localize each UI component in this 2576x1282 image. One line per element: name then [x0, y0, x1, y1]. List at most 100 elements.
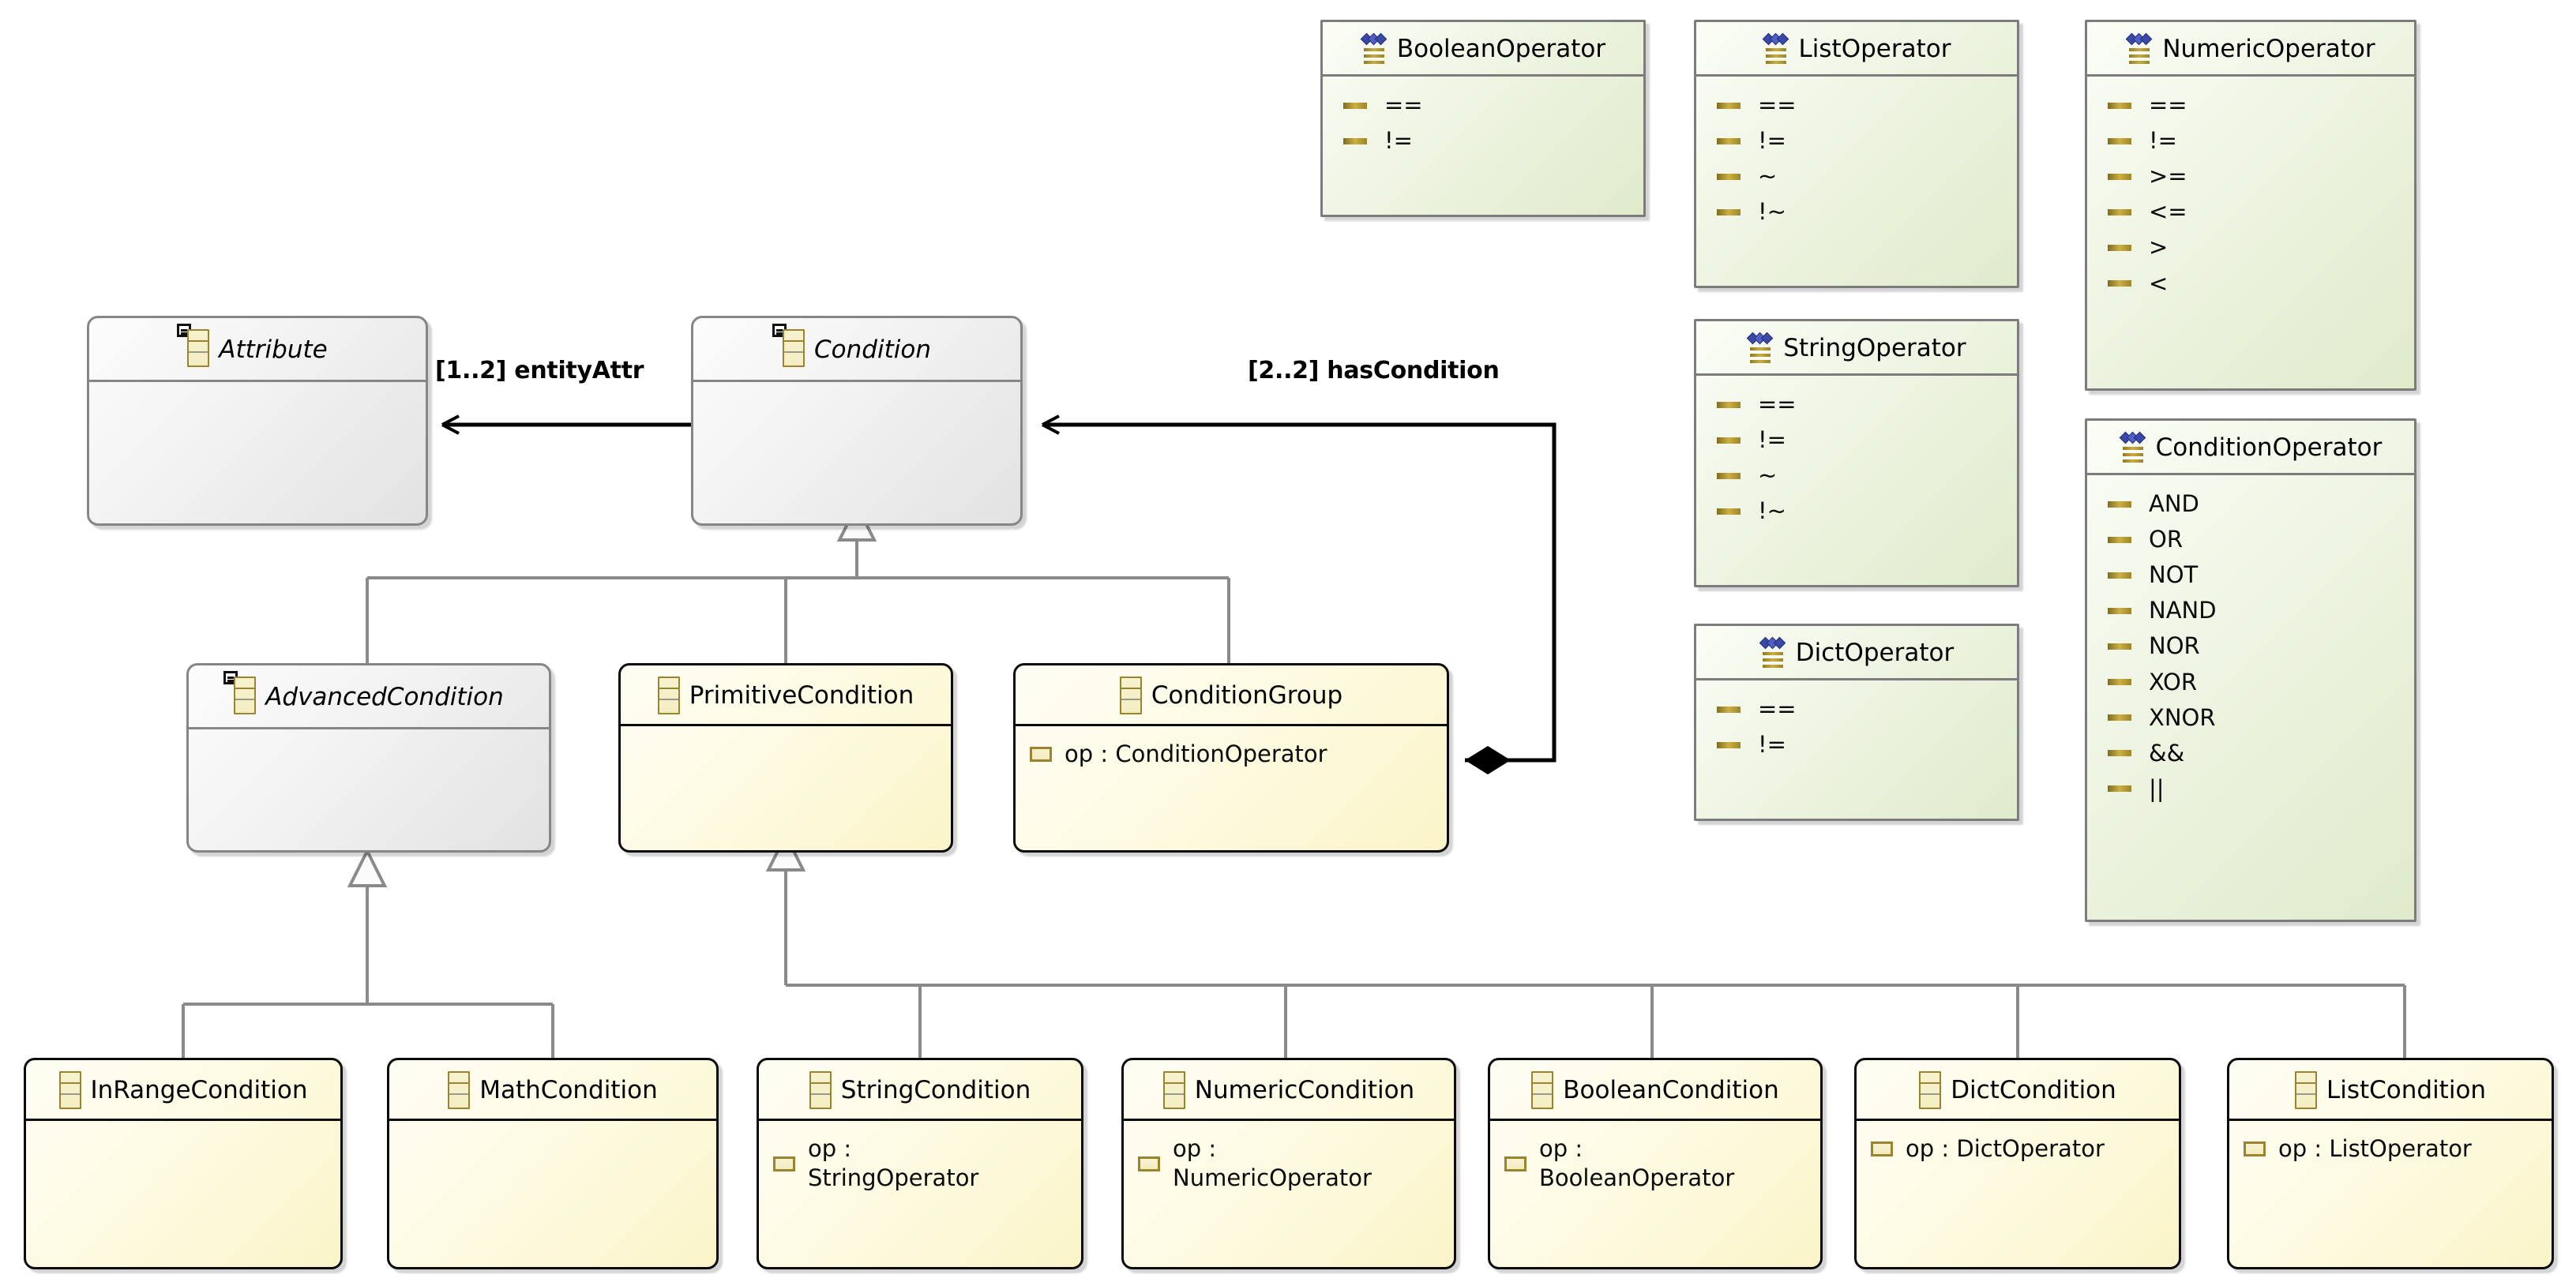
enum-literal-icon — [1717, 102, 1740, 109]
enum-literal-icon — [1343, 102, 1367, 109]
class-list-condition[interactable]: ListCondition op : ListOperator — [2227, 1058, 2558, 1273]
attribute-label: op : DictOperator — [1906, 1135, 2105, 1162]
class-header: BooleanCondition — [1490, 1060, 1820, 1119]
enum-boolean-operator[interactable]: BooleanOperator == != — [1320, 20, 1650, 221]
enum-header: ListOperator — [1696, 22, 2017, 74]
header-separator — [189, 727, 549, 729]
header-separator — [759, 1119, 1081, 1121]
class-attribute[interactable]: Attribute — [87, 316, 432, 530]
enum-header: DictOperator — [1696, 626, 2017, 678]
enum-header: StringOperator — [1696, 321, 2017, 373]
enum-literal: == — [2087, 88, 2414, 123]
class-boolean-condition[interactable]: BooleanCondition op : BooleanOperator — [1488, 1058, 1827, 1273]
enum-name: ConditionOperator — [2155, 433, 2383, 462]
enum-literal: !~ — [1696, 194, 2017, 230]
attribute-compartment — [26, 1121, 340, 1267]
class-name: ListCondition — [2326, 1075, 2487, 1104]
enum-literal-icon — [1717, 437, 1740, 444]
enum-literal-label: !~ — [1758, 198, 1786, 226]
enum-literal-label: NOT — [2149, 561, 2199, 589]
class-string-condition[interactable]: StringCondition op : StringOperator — [757, 1058, 1087, 1273]
enum-literal: >= — [2087, 159, 2414, 194]
enum-literal: > — [2087, 230, 2414, 265]
attribute-row: op : DictOperator — [1857, 1132, 2179, 1166]
class-primitive-condition[interactable]: PrimitiveCondition — [618, 663, 957, 857]
attribute-compartment: op : StringOperator — [759, 1121, 1081, 1267]
attribute-label: op : ListOperator — [2278, 1135, 2472, 1162]
enum-string-operator[interactable]: StringOperator == != ~ !~ — [1694, 319, 2023, 591]
header-separator — [89, 380, 426, 382]
enum-literal-label: !~ — [1758, 497, 1786, 525]
enum-literal: == — [1323, 88, 1643, 123]
enum-literal: AND — [2087, 486, 2414, 522]
class-inrange-condition[interactable]: InRangeCondition — [24, 1058, 347, 1273]
enum-header: ConditionOperator — [2087, 421, 2414, 473]
enum-literal: OR — [2087, 522, 2414, 557]
enum-literal-icon — [2108, 244, 2131, 251]
enum-literal-icon — [1717, 508, 1740, 515]
class-icon — [448, 1071, 471, 1109]
class-numeric-condition[interactable]: NumericCondition op : NumericOperator — [1121, 1058, 1460, 1273]
enum-literal-icon — [2108, 102, 2131, 109]
enum-literal-label: XNOR — [2149, 703, 2216, 731]
class-advanced-condition[interactable]: AdvancedCondition — [186, 663, 555, 857]
attribute-row: op : ListOperator — [2229, 1132, 2552, 1166]
field-icon — [1030, 747, 1052, 763]
header-separator — [621, 724, 951, 726]
enum-literal-icon — [2108, 208, 2131, 216]
class-dict-condition[interactable]: DictCondition op : DictOperator — [1854, 1058, 2185, 1273]
enum-literal: !~ — [1696, 493, 2017, 529]
enum-literal: ~ — [1696, 458, 2017, 493]
header-separator — [389, 1119, 716, 1121]
enum-literal: == — [1696, 692, 2017, 727]
literal-compartment: == != — [1696, 680, 2017, 819]
class-name: PrimitiveCondition — [689, 680, 914, 710]
header-separator — [26, 1119, 340, 1121]
class-icon — [1162, 1071, 1185, 1109]
enum-name: DictOperator — [1795, 638, 1955, 667]
enum-literal-label: < — [2149, 269, 2169, 297]
enum-literal: <= — [2087, 194, 2414, 230]
header-separator — [2087, 473, 2414, 475]
enum-literal-label: == — [1758, 695, 1797, 722]
attribute-label: op : ConditionOperator — [1065, 740, 1327, 767]
enum-list-operator[interactable]: ListOperator == != ~ !~ — [1694, 20, 2023, 292]
enum-literal-label: OR — [2149, 526, 2183, 553]
enum-literal-icon — [2108, 607, 2131, 614]
enum-literal: == — [1696, 88, 2017, 123]
attribute-label: op : StringOperator — [808, 1135, 979, 1192]
enum-condition-operator[interactable]: ConditionOperator AND OR NOT NAN — [2085, 418, 2420, 926]
literal-compartment: == != >= <= > — [2087, 77, 2414, 388]
enum-literal-label: != — [1384, 127, 1413, 155]
edge-label-entity-attr: [1..2] entityAttr — [435, 357, 644, 384]
enum-literal-label: XOR — [2149, 668, 2197, 695]
class-condition-group[interactable]: ConditionGroup op : ConditionOperator — [1013, 663, 1453, 857]
class-name: NumericCondition — [1194, 1075, 1415, 1104]
class-header: PrimitiveCondition — [621, 665, 951, 724]
enum-literal: NAND — [2087, 593, 2414, 628]
class-math-condition[interactable]: MathCondition — [387, 1058, 723, 1273]
class-header: DictCondition — [1857, 1060, 2179, 1119]
attribute-compartment — [89, 382, 426, 523]
attribute-compartment — [389, 1121, 716, 1267]
enum-literal-icon — [1717, 706, 1740, 713]
class-condition[interactable]: Condition — [691, 316, 1027, 530]
enum-literal-icon — [1717, 401, 1740, 408]
enum-name: StringOperator — [1783, 333, 1966, 362]
enum-literal-label: ~ — [1758, 163, 1778, 190]
enum-literal-label: NOR — [2149, 632, 2200, 660]
enum-literal: NOR — [2087, 628, 2414, 664]
enum-literal-icon — [2108, 785, 2131, 793]
enum-dict-operator[interactable]: DictOperator == != — [1694, 624, 2023, 825]
enum-icon — [1762, 32, 1789, 66]
enum-literal-icon — [2108, 500, 2131, 508]
enum-literal-icon — [1717, 208, 1740, 216]
class-icon — [1119, 677, 1142, 714]
enum-literal: != — [1696, 727, 2017, 763]
class-icon — [2294, 1071, 2317, 1109]
enum-numeric-operator[interactable]: NumericOperator == != >= <= — [2085, 20, 2420, 395]
class-icon — [783, 329, 805, 367]
enum-literal-label: NAND — [2149, 597, 2217, 624]
class-header: NumericCondition — [1124, 1060, 1454, 1119]
header-separator — [1490, 1119, 1820, 1121]
